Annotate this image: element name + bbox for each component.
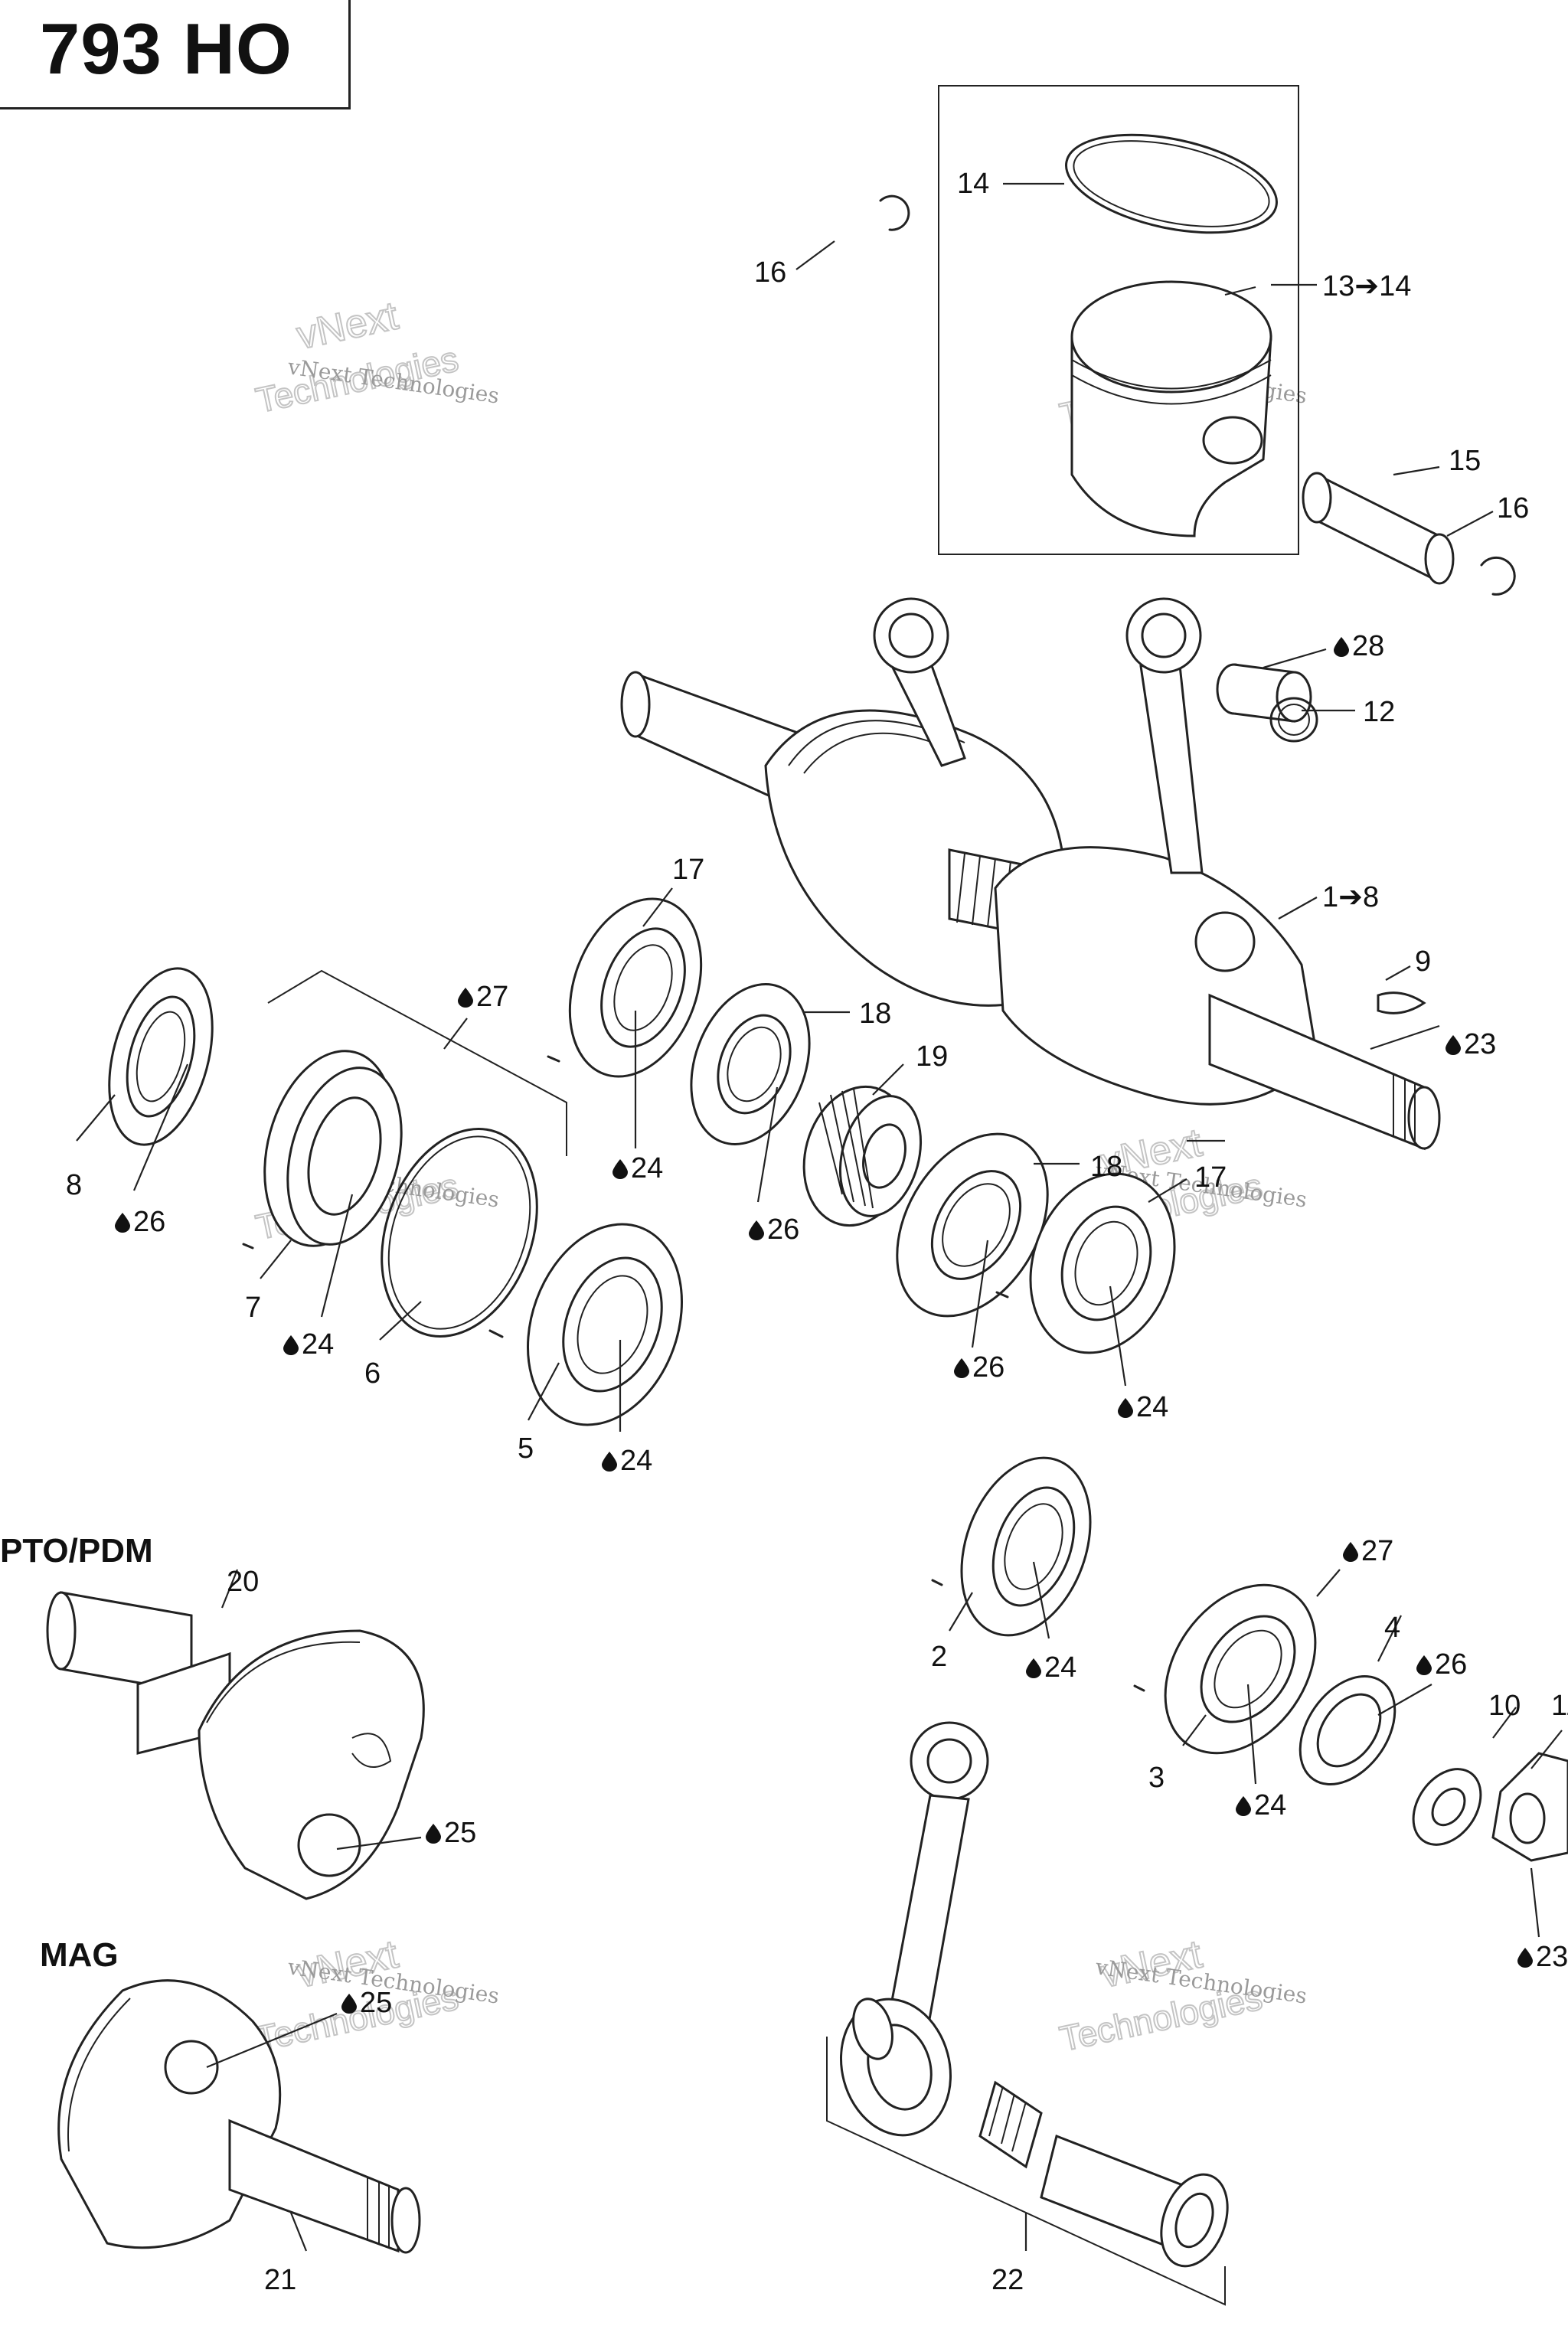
callout-5: 5 (518, 1432, 534, 1465)
callout-27: 27 (1361, 1535, 1393, 1567)
ball-bearing (1029, 1172, 1176, 1354)
circlip (1480, 556, 1516, 596)
ball-bearing (568, 897, 703, 1078)
thrust-washer (1269, 697, 1318, 743)
callout-23: 23 (1464, 1028, 1496, 1060)
piston-kit-box (938, 85, 1299, 555)
oil-seal (1298, 1674, 1396, 1786)
piston (1070, 280, 1272, 537)
callout-24: 24 (302, 1328, 334, 1361)
callout-21: 21 (264, 2264, 296, 2296)
hex-nut (1491, 1752, 1568, 1862)
woodruff-key (1377, 991, 1426, 1014)
callout-11: 11 (1551, 1690, 1568, 1722)
callout-28: 28 (1352, 630, 1384, 662)
callout-9: 9 (1415, 946, 1431, 978)
callout-7: 7 (245, 1292, 261, 1324)
callout-group: 14 16 13➔14 15 16 28 12 17 27 18 19 1➔8 … (66, 168, 1568, 2296)
title-box: 793 HO (0, 0, 351, 109)
callout-1-8: 1➔8 (1322, 881, 1379, 913)
washer (1412, 1768, 1482, 1846)
callout-17: 17 (672, 854, 704, 886)
callout-12: 12 (1363, 696, 1395, 728)
callout-27: 27 (476, 981, 508, 1013)
oil-seal (896, 1132, 1049, 1318)
callout-24: 24 (620, 1445, 652, 1477)
ball-bearing (263, 1050, 403, 1247)
callout-18: 18 (859, 998, 891, 1030)
callout-15: 15 (1449, 445, 1481, 477)
connecting-rod-kit (839, 1721, 1229, 2268)
callout-25: 25 (444, 1817, 476, 1849)
oil-seal (108, 967, 214, 1146)
ball-bearing (526, 1223, 684, 1426)
retaining-ring (381, 1127, 538, 1338)
callout-26: 26 (767, 1214, 799, 1246)
callout-13: 13➔14 (1322, 270, 1411, 302)
section-label-pto: PTO/PDM (0, 1532, 153, 1570)
callout-3: 3 (1148, 1762, 1165, 1794)
callout-10: 10 (1488, 1690, 1521, 1722)
watermark-text-small: vNext (293, 293, 403, 358)
section-label-mag: MAG (40, 1936, 119, 1974)
piston-ring (1065, 133, 1278, 234)
callout-26: 26 (133, 1206, 165, 1238)
callout-14: 14 (957, 168, 989, 200)
callout-19: 19 (916, 1040, 948, 1073)
callout-26: 26 (1435, 1648, 1467, 1681)
ball-bearing (960, 1456, 1092, 1637)
callout-20: 20 (227, 1566, 259, 1598)
leader-lines (76, 182, 1563, 2252)
page-title: 793 HO (40, 8, 292, 89)
crankshaft-assembly (620, 597, 1441, 1151)
callout-24: 24 (1136, 1391, 1168, 1423)
callout-22: 22 (991, 2264, 1024, 2296)
callout-24: 24 (1044, 1651, 1076, 1684)
oil-seal (690, 983, 811, 1145)
drive-gear (802, 1085, 923, 1227)
callout-25: 25 (360, 1987, 392, 2019)
circlip (879, 194, 910, 231)
callout-2: 2 (931, 1641, 947, 1673)
mag-crank-half (57, 1979, 421, 2254)
callout-17: 17 (1194, 1161, 1227, 1194)
callout-24: 24 (631, 1152, 663, 1184)
callout-4: 4 (1384, 1612, 1400, 1644)
callout-16: 16 (754, 256, 786, 289)
pto-crank-half (46, 1591, 425, 1900)
callout-23: 23 (1536, 1941, 1568, 1973)
callout-18: 18 (1090, 1151, 1122, 1183)
callout-24: 24 (1254, 1789, 1286, 1821)
needle-bearing (1216, 663, 1312, 723)
callout-26: 26 (972, 1351, 1004, 1383)
callout-6: 6 (364, 1357, 381, 1390)
wrist-pin (1302, 472, 1455, 585)
ball-bearing (1164, 1583, 1317, 1755)
callout-16: 16 (1497, 492, 1529, 524)
callout-8: 8 (66, 1169, 82, 1201)
